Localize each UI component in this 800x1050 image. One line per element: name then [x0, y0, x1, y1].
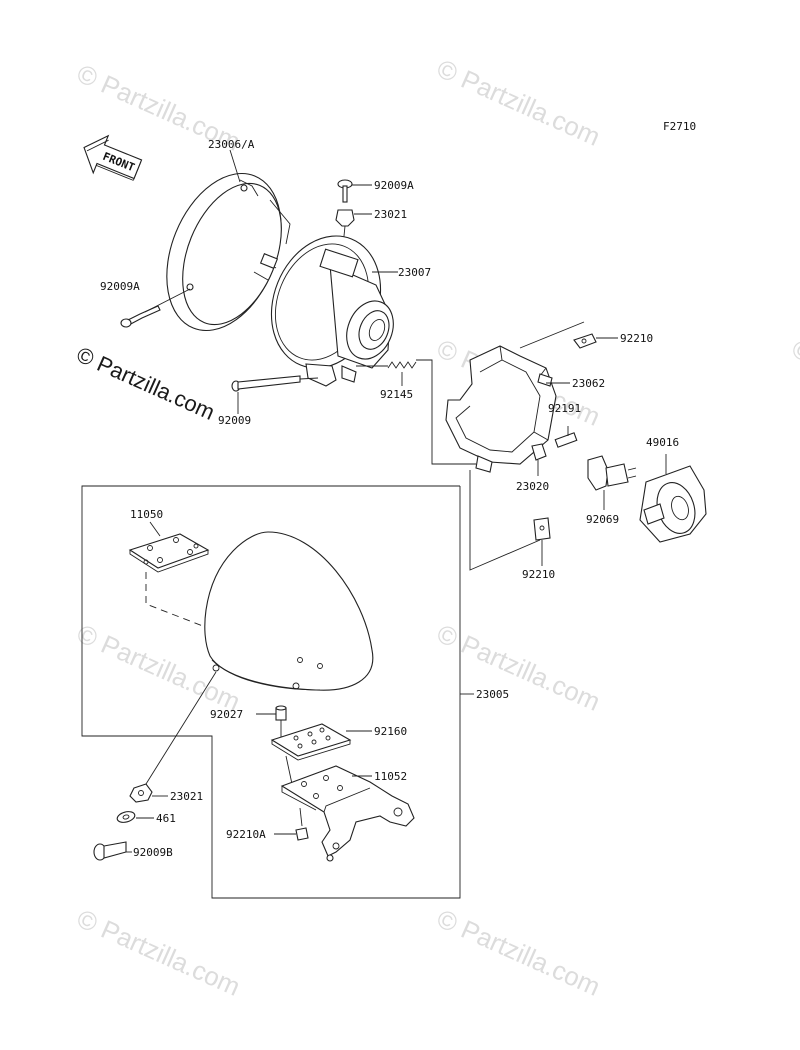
part-label-92210-top: 92210: [620, 332, 653, 345]
part-label-92069: 92069: [586, 513, 619, 526]
diagram-code: F2710: [663, 120, 696, 133]
part-label-92027: 92027: [210, 708, 243, 721]
part-label-92009: 92009: [218, 414, 251, 427]
nut-23021-bottom: [129, 783, 153, 803]
bushing-92191: [554, 432, 578, 448]
part-label-92009a-top: 92009A: [374, 179, 414, 192]
part-label-92145: 92145: [380, 388, 413, 401]
watermark: © Partzilla.com: [788, 333, 800, 432]
headlight-rim: [166, 172, 291, 332]
clip-92210-mid: [533, 517, 551, 541]
screw-92009a-top: [337, 179, 353, 203]
part-label-11050: 11050: [130, 508, 163, 521]
boot-49016: [639, 465, 707, 543]
front-arrow-icon: FRONT: [83, 134, 143, 181]
spacer-92027: [275, 705, 287, 721]
plate-92160: [270, 723, 352, 761]
reflector-frame-23062: [445, 345, 557, 473]
part-label-23006a: 23006/A: [208, 138, 255, 151]
nut-92210a: [295, 827, 309, 841]
washer-461: [116, 811, 136, 823]
headlight-housing: [270, 235, 394, 387]
headlight-cowl: [204, 531, 374, 691]
part-label-92210a: 92210A: [226, 828, 266, 841]
part-label-92009b: 92009B: [133, 846, 173, 859]
plate-11050: [128, 533, 210, 573]
part-label-23005: 23005: [476, 688, 509, 701]
watermark: © Partzilla.com: [433, 618, 605, 717]
part-label-11052: 11052: [374, 770, 407, 783]
socket-23020: [531, 443, 547, 461]
watermark: © Partzilla.com: [433, 53, 605, 152]
watermark: © Partzilla.com: [73, 903, 245, 1002]
watermark: © Partzilla.com: [433, 903, 605, 1002]
spring-92145: [387, 361, 417, 369]
part-label-23007: 23007: [398, 266, 431, 279]
part-label-92210-mid: 92210: [522, 568, 555, 581]
nut-23021-top: [335, 209, 355, 227]
part-label-92009a-left: 92009A: [100, 280, 140, 293]
part-label-461: 461: [156, 812, 176, 825]
bracket-11052: [280, 765, 415, 862]
bulb-92069: [587, 455, 637, 491]
part-label-92191: 92191: [548, 402, 581, 415]
watermark-bold: © Partzilla.com: [73, 342, 219, 425]
clip-92210-top: [573, 333, 597, 349]
part-label-23021-bottom: 23021: [170, 790, 203, 803]
part-label-92160: 92160: [374, 725, 407, 738]
screw-92009a-left: [120, 305, 161, 328]
part-label-23062: 23062: [572, 377, 605, 390]
bolt-92009b: [93, 841, 127, 861]
screw-92009: [231, 375, 301, 392]
part-label-23021-top: 23021: [374, 208, 407, 221]
part-label-23020: 23020: [516, 480, 549, 493]
part-label-49016: 49016: [646, 436, 679, 449]
